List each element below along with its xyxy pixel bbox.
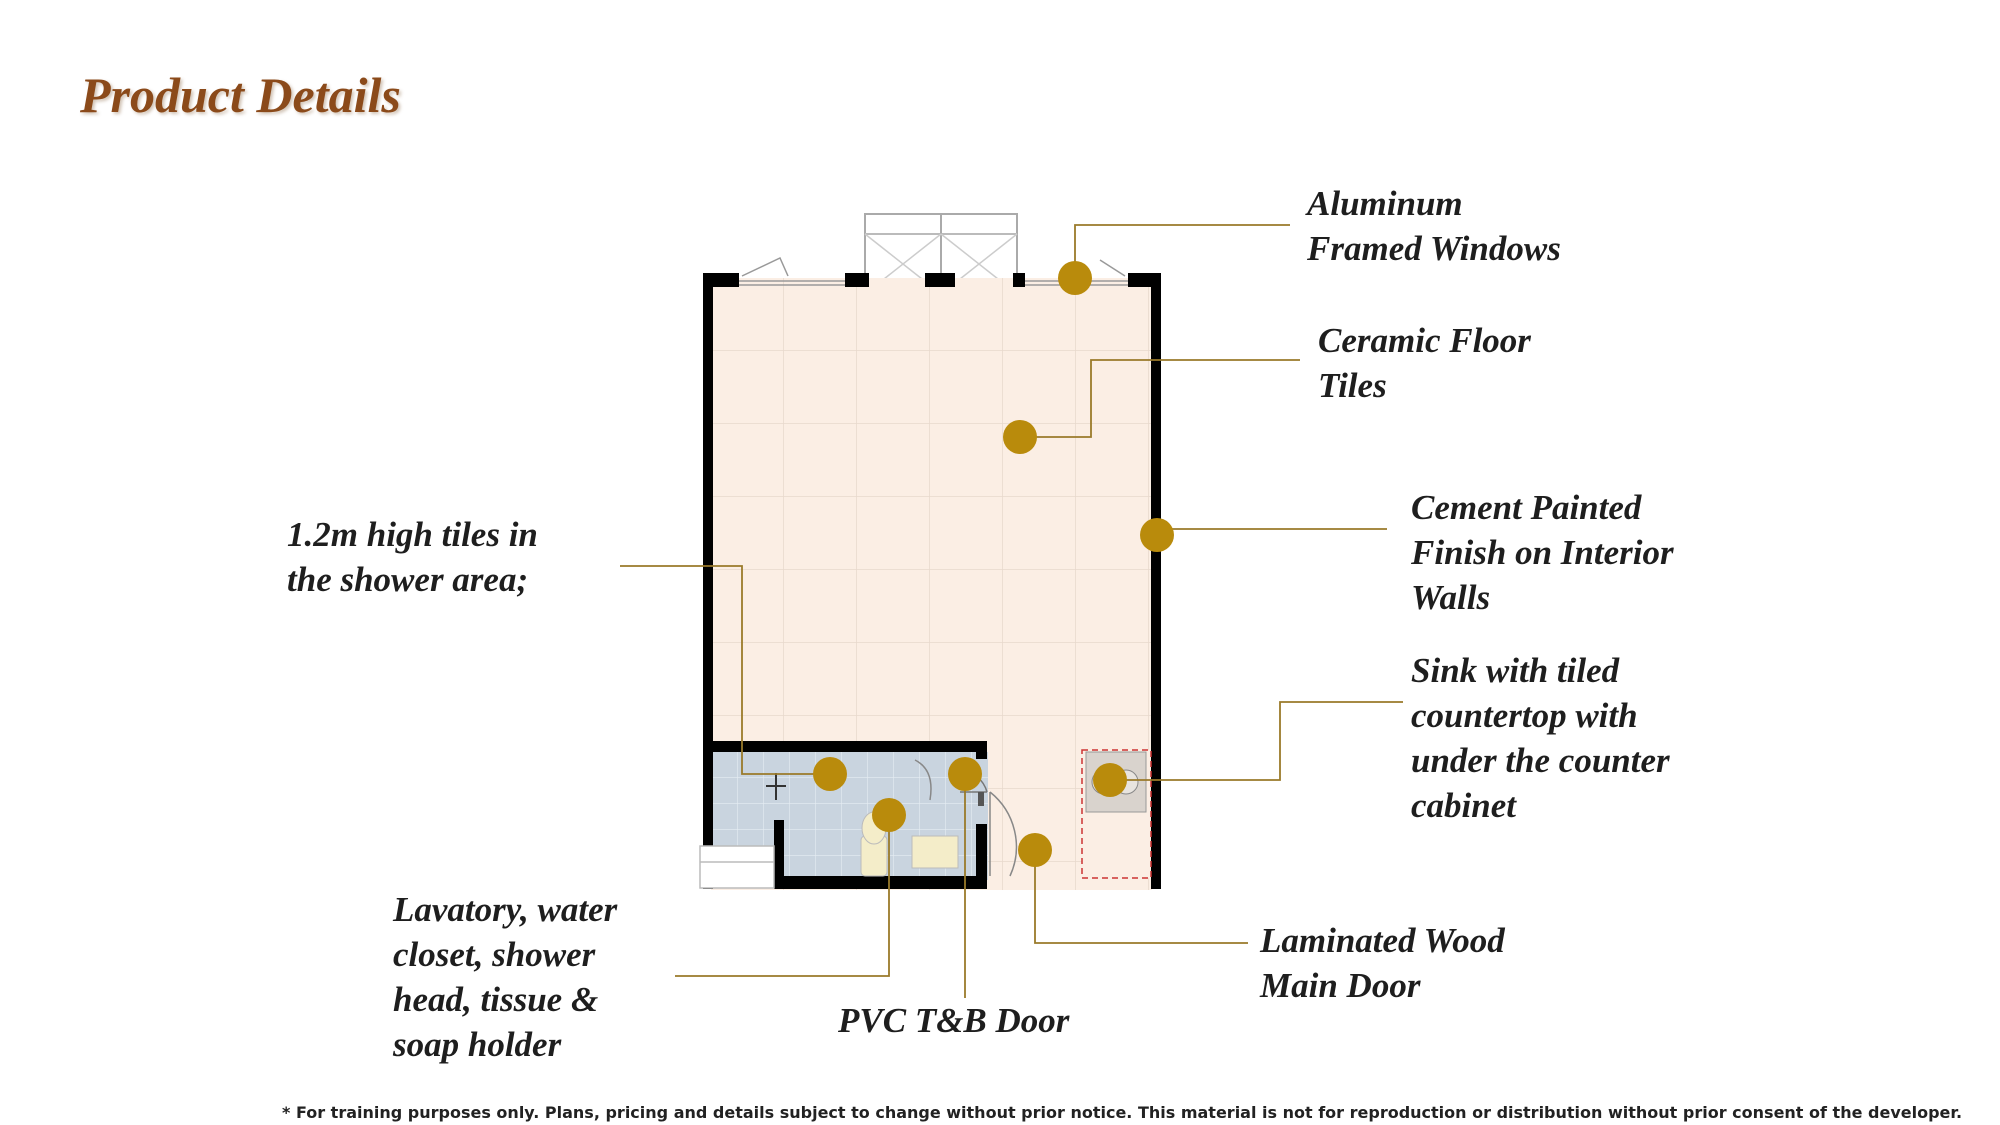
leader-lines bbox=[620, 224, 1403, 998]
callout-cement-walls: Cement Painted Finish on Interior Walls bbox=[1411, 488, 1674, 617]
callout-ceramic-floor: Ceramic Floor Tiles bbox=[1318, 321, 1531, 405]
entry-step bbox=[699, 845, 775, 889]
callout-main-door: Laminated Wood Main Door bbox=[1260, 921, 1505, 1005]
window-casements bbox=[739, 256, 1128, 286]
marker-windows bbox=[1058, 261, 1092, 295]
marker-main-door bbox=[1018, 833, 1052, 867]
walls bbox=[703, 273, 1161, 889]
callout-shower-tiles: 1.2m high tiles in the shower area; bbox=[287, 515, 538, 599]
callout-lavatory: Lavatory, water closet, shower head, tis… bbox=[393, 890, 618, 1064]
callout-sink: Sink with tiled countertop with under th… bbox=[1411, 651, 1670, 825]
marker-walls bbox=[1140, 518, 1174, 552]
callout-pvc-door: PVC T&B Door bbox=[838, 1001, 1070, 1040]
page-title: Product Details bbox=[80, 67, 401, 123]
callout-aluminum-windows: Aluminum Framed Windows bbox=[1307, 184, 1561, 268]
marker-floor bbox=[1003, 420, 1037, 454]
marker-lavatory bbox=[872, 798, 906, 832]
markers bbox=[813, 261, 1174, 867]
marker-sink bbox=[1093, 763, 1127, 797]
disclaimer-footer: * For training purposes only. Plans, pri… bbox=[282, 1103, 1963, 1122]
marker-shower-tiles bbox=[813, 757, 847, 791]
main-door-swing bbox=[989, 791, 1018, 877]
marker-pvc-door bbox=[948, 757, 982, 791]
